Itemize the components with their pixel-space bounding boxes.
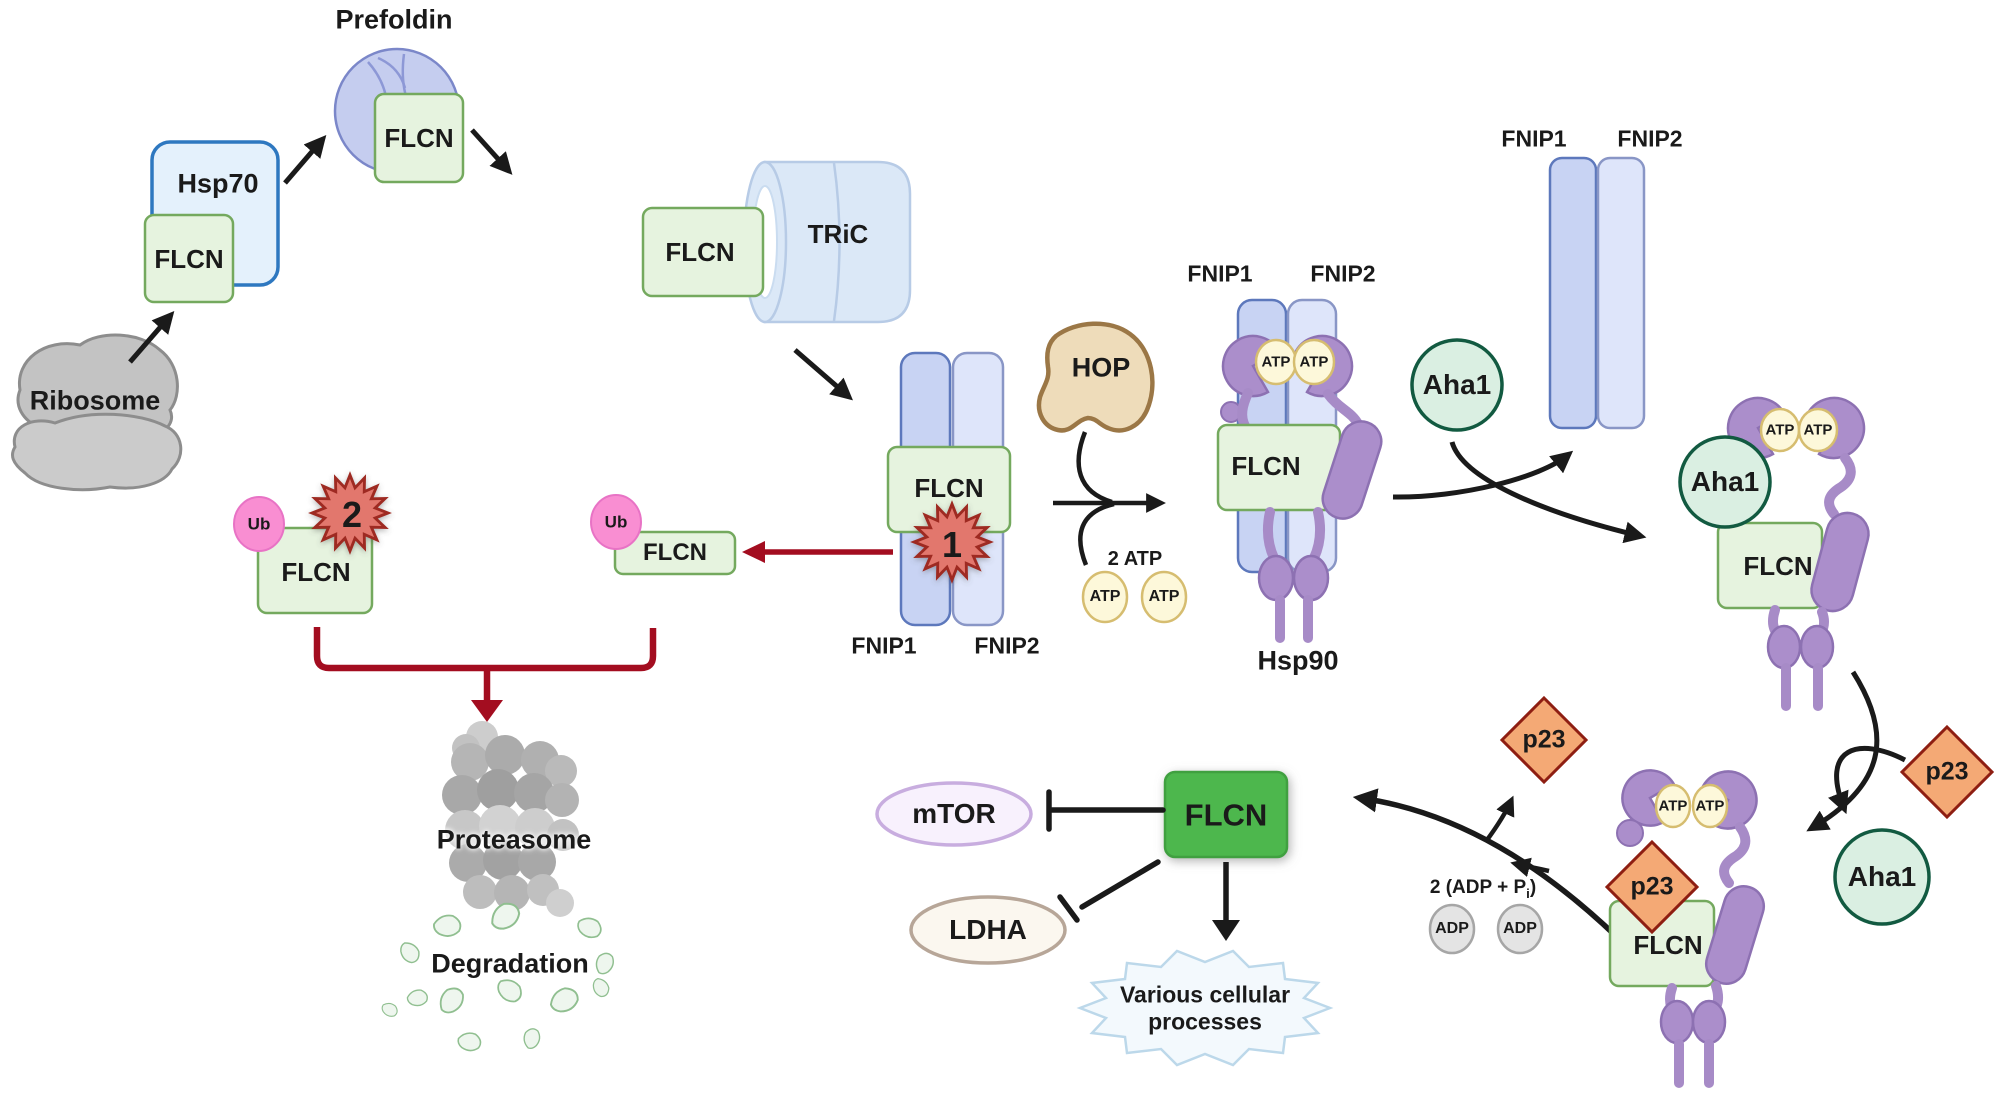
ub-flcn-small [590,494,737,576]
arrowhead-red [742,541,765,563]
atp-label-bottom-2: ATP [1695,797,1725,815]
mtor-oval [875,781,1033,847]
p23-diamond-released [1499,695,1589,785]
step2-badge: 2 [341,494,363,535]
atp-label-hsp90-2: ATP [1299,353,1329,371]
flcn-label-ub-step2: FLCN [281,557,351,587]
arrow-aha1-binding [1449,441,1647,544]
atp-label-free2: ATP [1148,588,1180,605]
fnip1-label-complex: FNIP1 [851,632,917,659]
p23-diamond-bound [1604,839,1700,935]
inhibit-mtor [1046,789,1166,832]
hsp70-complex [143,140,280,304]
hsp90-p23-complex [1604,769,1766,1088]
flcn-label-hsp70: FLCN [154,244,224,274]
fnip2-label-hsp90: FNIP2 [1310,260,1376,287]
flcn-label-fnip: FLCN [914,473,984,503]
aha1-label-free: Aha1 [1422,369,1492,400]
proteasome-shape [442,721,579,917]
fnip-released-bars [1548,156,1646,430]
adp-pi-label: 2 (ADP + Pi) [1429,876,1537,901]
mtor-label: mTOR [912,798,996,829]
proteasome-label: Proteasome [436,824,592,855]
atp-pair-free [1081,570,1188,624]
aha1-circle-bound [1678,435,1772,529]
adp-label-1: ADP [1435,920,1469,937]
p23-label-free: p23 [1925,757,1969,786]
degradation-bracket [313,627,657,722]
flcn-label-right: FLCN [1743,551,1813,581]
p23-label-bound: p23 [1630,872,1674,901]
arrow-p23-release [1485,795,1515,842]
hsp90-label: Hsp90 [1257,645,1339,676]
arrow-prefoldin-to-tric [470,128,513,175]
ldha-label: LDHA [949,914,1027,945]
various-processes-line1: Various cellular [1119,981,1291,1008]
hop-shape [1036,321,1155,433]
step1-badge: 1 [941,524,963,565]
hsp70-label: Hsp70 [177,168,259,199]
tric-shape [641,160,912,324]
prefoldin-label: Prefoldin [335,4,453,35]
various-processes-line2: processes [1148,1008,1262,1035]
hop-label: HOP [1071,352,1131,383]
arrow-various-processes [1212,862,1240,941]
adp-pair [1428,903,1544,955]
atp-label-free1: ATP [1089,588,1121,605]
arrow-hsp70-to-prefoldin [283,134,327,185]
fnip2-label-complex: FNIP2 [974,632,1040,659]
arrow-ribosome-to-hsp70 [128,311,175,364]
tric-label: TRiC [807,219,869,249]
ub-label-step2: Ub [247,514,271,534]
hsp90-aha1-complex [1678,396,1870,711]
atp-label-bottom-1: ATP [1658,797,1688,815]
ldha-oval [909,895,1067,965]
aha1-label-released: Aha1 [1847,861,1917,892]
arrow-tric-to-fnip [793,348,853,401]
ribosome-label: Ribosome [29,385,161,416]
inhibit-ldha [1057,859,1161,923]
fnip1-label-hsp90: FNIP1 [1187,260,1253,287]
arrow-p23-in-aha1-out [1828,745,1907,815]
fnip2-label-released: FNIP2 [1617,125,1683,152]
ribosome-shape [11,333,183,492]
flcn-label-bottom: FLCN [1633,930,1703,960]
hsp90-loading-complex [1216,298,1383,643]
aha1-circle-released [1833,828,1931,926]
ub-label-small: Ub [604,512,628,532]
flcn-active-box [1163,770,1289,859]
prefoldin-shape [333,47,465,184]
aha1-circle-free [1410,338,1504,432]
flcn-label-tric: FLCN [665,237,735,267]
atp-label-right-1: ATP [1765,421,1795,439]
p23-diamond-free [1899,724,1995,820]
adp-label-2: ADP [1503,920,1537,937]
merge-arrow-hop-atp [1053,431,1166,566]
degradation-label: Degradation [431,948,589,979]
ub-flcn-step2 [233,473,390,615]
flcn-label-hsp90: FLCN [1231,451,1301,481]
flcn-fnip-complex [886,351,1012,627]
two-atp-label: 2 ATP [1107,548,1163,570]
flcn-label-ub-small: FLCN [643,539,707,566]
various-processes-burst [1076,949,1334,1067]
p23-label-released: p23 [1522,725,1566,754]
atp-label-hsp90-1: ATP [1261,353,1291,371]
flcn-label-active: FLCN [1184,797,1268,833]
flcn-label-prefoldin: FLCN [384,123,454,153]
atp-label-right-2: ATP [1803,421,1833,439]
aha1-label-bound: Aha1 [1690,466,1760,497]
fnip1-label-released: FNIP1 [1501,125,1567,152]
arrow-maturation-to-flcn [1352,788,1620,940]
arrow-adp-release [1510,857,1550,877]
